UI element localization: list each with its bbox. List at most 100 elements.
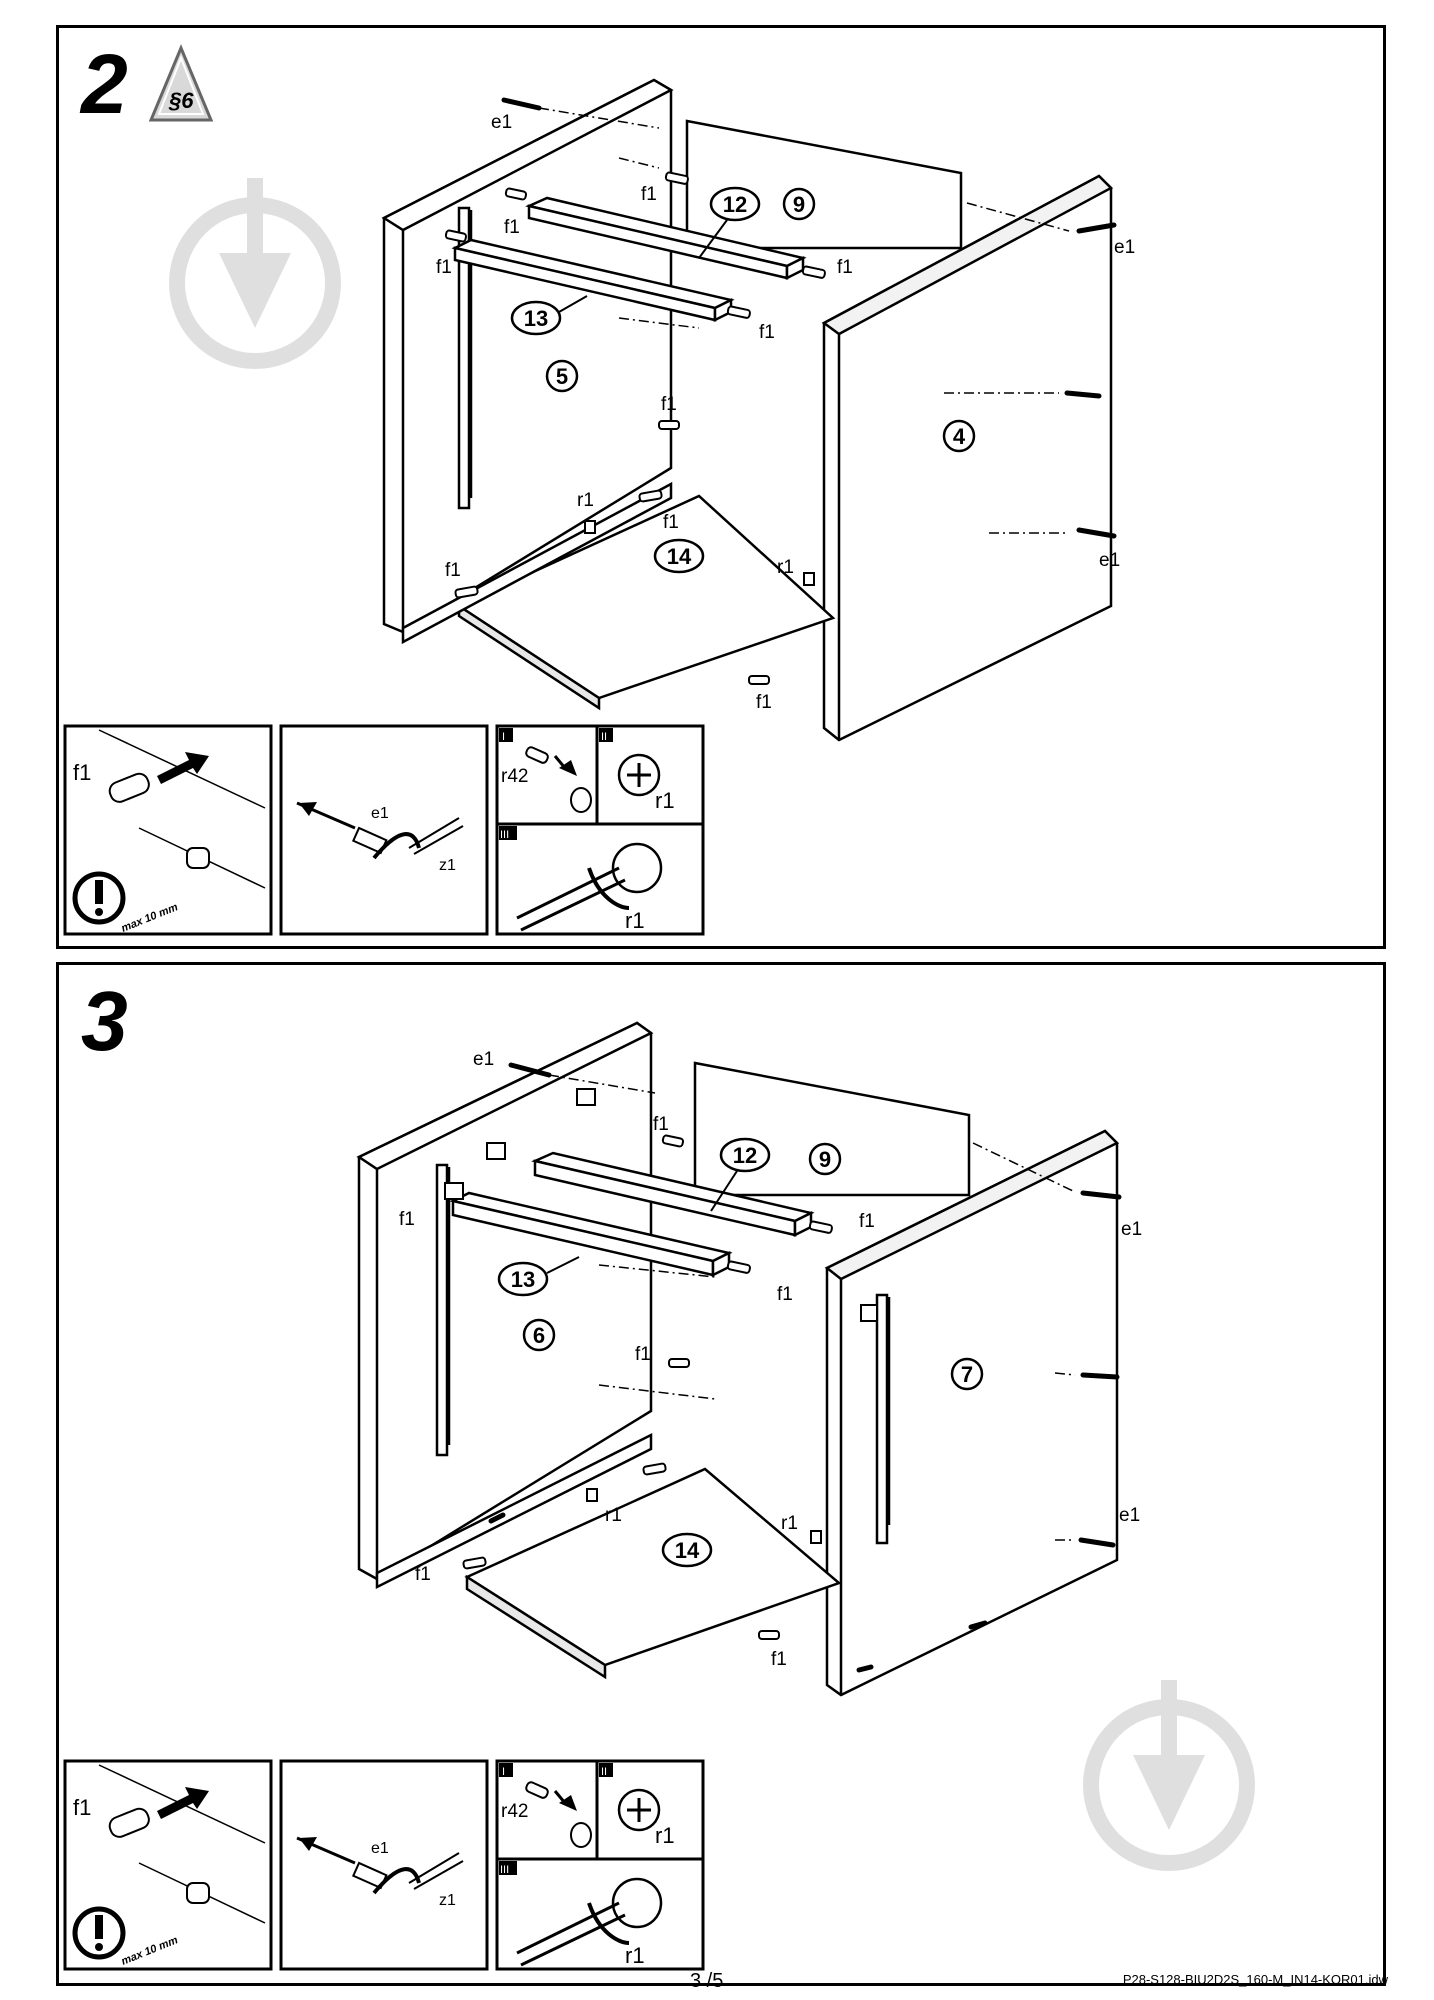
label-f1: f1: [504, 217, 520, 238]
label-e1: e1: [473, 1049, 494, 1070]
svg-text:r42: r42: [501, 1801, 528, 1822]
svg-text:r1: r1: [655, 1823, 675, 1848]
svg-text:r1: r1: [625, 908, 645, 933]
label-f1: f1: [415, 1564, 431, 1585]
back-panel: [685, 119, 963, 250]
panel-label-left: 6: [522, 1318, 556, 1352]
left-side-panel: [356, 1021, 654, 1581]
panel-label-rail-back: 12: [710, 1137, 771, 1212]
label-f1: f1: [663, 512, 679, 533]
detail-screw-box: e1 z1: [279, 1759, 489, 1971]
left-bottom-rail: [375, 1432, 653, 1590]
cam-r1-group: [584, 520, 815, 586]
svg-text:z1: z1: [439, 1892, 456, 1909]
rail-13: [451, 238, 735, 323]
bottom-panel: [464, 1467, 842, 1680]
label-f1: f1: [399, 1209, 415, 1230]
label-e1: e1: [491, 112, 512, 133]
svg-text:e1: e1: [371, 805, 389, 822]
detail-dowel-box: f1 max 10 mm: [63, 724, 273, 936]
panel-label-bottom: 14: [661, 1532, 713, 1568]
panel-label-right: 4: [942, 419, 976, 453]
screw-e1-group: [488, 1062, 1122, 1673]
svg-text:13: 13: [524, 306, 548, 331]
rail-12: [531, 1151, 815, 1238]
svg-text:14: 14: [675, 1538, 700, 1563]
svg-text:f1: f1: [73, 760, 91, 785]
cam-r1-group: [586, 1488, 822, 1544]
panel-label-back: 9: [782, 187, 816, 221]
label-f1: f1: [771, 1649, 787, 1670]
step-3-diagram: 6 7 9 12 13 14 e1 e1 e1 f1: [63, 1021, 1255, 1971]
label-r1: r1: [577, 490, 594, 511]
right-side-panel: [824, 1129, 1120, 1697]
panel-label-rail-front: 13: [510, 295, 588, 336]
svg-text:6: 6: [533, 1323, 545, 1348]
svg-text:9: 9: [819, 1147, 831, 1172]
label-f1: f1: [445, 560, 461, 581]
step-2-frame: 2 §6: [56, 25, 1386, 949]
svg-text:7: 7: [961, 1362, 973, 1387]
label-f1: f1: [837, 257, 853, 278]
label-f1: f1: [859, 1211, 875, 1232]
detail-cam-box: I II III r42 r1 r1: [495, 1759, 705, 1971]
svg-text:12: 12: [733, 1143, 757, 1168]
connector-blocks: [444, 1088, 878, 1322]
watermark-logo: [1083, 1680, 1255, 1871]
svg-text:f1: f1: [73, 1795, 91, 1820]
svg-text:13: 13: [511, 1267, 535, 1292]
step-2-diagram: §6: [63, 44, 1135, 936]
label-f1: f1: [641, 184, 657, 205]
back-panel: [693, 1061, 971, 1197]
warning-triangle-icon: §6: [148, 44, 214, 122]
watermark-logo: [169, 178, 341, 369]
svg-text:II: II: [601, 1766, 607, 1778]
svg-text:I: I: [502, 1766, 505, 1778]
svg-text:I: I: [502, 731, 505, 743]
left-bottom-rail: [401, 481, 673, 645]
svg-text:r42: r42: [501, 766, 528, 787]
step-number: 3: [81, 974, 128, 1068]
label-f1: f1: [436, 257, 452, 278]
label-f1: f1: [653, 1114, 669, 1135]
label-r1: r1: [777, 557, 794, 578]
label-e1: e1: [1119, 1505, 1140, 1526]
panel-label-rail-back: 12: [698, 186, 761, 259]
svg-text:9: 9: [793, 192, 805, 217]
label-f1: f1: [777, 1284, 793, 1305]
panel-label-right: 7: [950, 1357, 984, 1391]
svg-text:4: 4: [953, 424, 966, 449]
warning-badge-text: §6: [168, 88, 194, 113]
svg-text:II: II: [601, 731, 607, 743]
svg-text:e1: e1: [371, 1840, 389, 1857]
svg-text:5: 5: [556, 364, 568, 389]
label-e1: e1: [1121, 1219, 1142, 1240]
detail-dowel-box: f1 max 10 mm: [63, 1759, 273, 1971]
svg-text:z1: z1: [439, 857, 456, 874]
label-f1: f1: [661, 394, 677, 415]
svg-text:III: III: [500, 829, 509, 841]
screw-e1-group: [501, 97, 1117, 539]
panel-label-rail-front: 13: [497, 1256, 580, 1297]
dowel-f1-group: [444, 171, 826, 685]
panel-label-left: 5: [545, 359, 579, 393]
dowel-f1-group: [462, 1134, 833, 1640]
detail-screw-box: e1 z1: [279, 724, 489, 936]
detail-cam-box: I II III r42 r1 r1: [495, 724, 705, 936]
drawing-code: P28-S128-BIU2D2S_160-M_IN14-KOR01.idw: [1122, 1972, 1388, 1987]
bottom-panel: [456, 494, 836, 711]
right-side-panel: [821, 174, 1114, 742]
svg-text:III: III: [500, 1864, 509, 1876]
label-e1: e1: [1114, 237, 1135, 258]
panel-label-bottom: 14: [653, 538, 705, 574]
svg-text:r1: r1: [625, 1943, 645, 1968]
svg-text:12: 12: [723, 192, 747, 217]
page-number: 3 /5: [690, 1970, 724, 1992]
rail-12: [525, 196, 807, 281]
label-f1: f1: [635, 1344, 651, 1365]
label-e1: e1: [1099, 550, 1120, 571]
step-3-frame: 3: [56, 962, 1386, 1986]
svg-text:14: 14: [667, 544, 692, 569]
step-number: 2: [81, 37, 128, 131]
label-r1: r1: [605, 1505, 622, 1526]
